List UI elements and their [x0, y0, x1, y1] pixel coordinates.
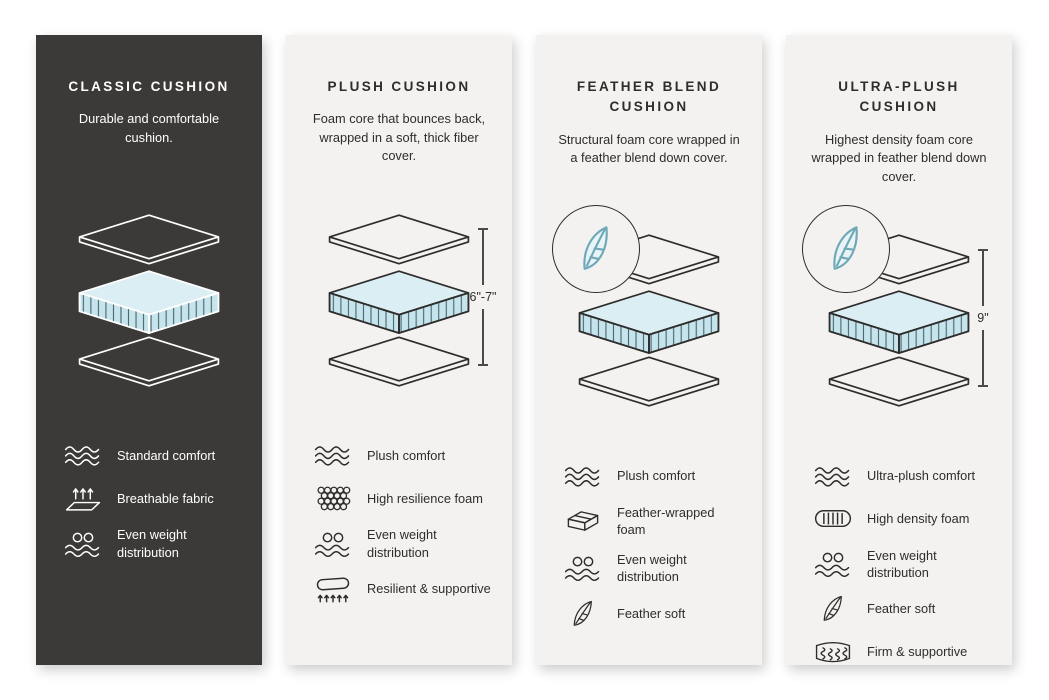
- feature-row: High density foam: [812, 504, 992, 534]
- cushion-diagram: [552, 204, 742, 435]
- card-title: ULTRA-PLUSH CUSHION: [838, 79, 960, 115]
- feature-row: Feather soft: [562, 599, 742, 629]
- cushion-diagram: 6"-7": [306, 186, 496, 414]
- feature-label: Breathable fabric: [117, 490, 214, 506]
- height-measure: 6"-7": [465, 228, 501, 367]
- feature-label: High resilience foam: [367, 490, 483, 506]
- waves-icon: [562, 461, 604, 491]
- foam-cells-icon: [312, 483, 354, 513]
- feature-row: High resilience foam: [312, 483, 492, 513]
- card-plush-cushion: PLUSH CUSHION Foam core that bounces bac…: [286, 35, 512, 665]
- density-foam-icon: [812, 504, 854, 534]
- waves-icon: [812, 461, 854, 491]
- feather-icon: [562, 599, 604, 629]
- card-ultra-plush-cushion: ULTRA-PLUSH CUSHION Highest density foam…: [786, 35, 1012, 665]
- feature-label: Feather-wrapped foam: [617, 504, 715, 537]
- card-feather-blend-cushion: FEATHER BLEND CUSHION Structural foam co…: [536, 35, 762, 665]
- feature-label: High density foam: [867, 510, 970, 526]
- measure-cap: [478, 364, 488, 367]
- feature-label: Plush comfort: [617, 467, 696, 483]
- feature-label: Feather soft: [867, 601, 936, 617]
- feather-badge: [552, 204, 640, 293]
- height-label: 9": [977, 310, 989, 325]
- card-title: FEATHER BLEND CUSHION: [576, 79, 722, 115]
- feature-label: Even weight distribution: [117, 527, 187, 560]
- card-description: Structural foam core wrapped in a feathe…: [558, 131, 740, 166]
- feature-label: Even weight distribution: [867, 547, 937, 580]
- feature-row: Resilient & supportive: [312, 574, 492, 604]
- feature-row: Feather-wrapped foam: [562, 504, 742, 539]
- feature-row: Plush comfort: [312, 440, 492, 470]
- measure-cap: [478, 228, 488, 231]
- feather-badge: [802, 204, 890, 293]
- feature-row: Standard comfort: [62, 440, 242, 470]
- card-title: CLASSIC CUSHION: [68, 79, 230, 94]
- cushion-diagram: [56, 186, 242, 414]
- measure-line: [482, 309, 484, 365]
- feature-row: Even weight distribution: [562, 551, 742, 586]
- waves-icon: [312, 440, 354, 470]
- card-description: Highest density foam core wrapped in fea…: [811, 131, 987, 184]
- feature-list: Plush comfort Feather-wrapped foam Even …: [556, 461, 742, 629]
- feature-label: Plush comfort: [367, 447, 446, 463]
- feature-list: Ultra-plush comfort High density foam Ev…: [806, 461, 992, 668]
- measure-line: [482, 230, 484, 286]
- feature-label: Ultra-plush comfort: [867, 467, 976, 483]
- weight-distribution-icon: [812, 549, 854, 579]
- feature-row: Plush comfort: [562, 461, 742, 491]
- feature-label: Even weight distribution: [617, 552, 687, 585]
- measure-cap: [978, 248, 988, 251]
- feature-label: Feather soft: [617, 605, 686, 621]
- card-title: PLUSH CUSHION: [327, 79, 471, 94]
- feature-row: Even weight distribution: [312, 526, 492, 561]
- measure-cap: [978, 384, 988, 387]
- resilient-icon: [312, 574, 354, 604]
- feature-label: Even weight distribution: [367, 527, 437, 560]
- breathable-fabric-icon: [62, 483, 104, 513]
- card-classic-cushion: CLASSIC CUSHION Durable and comfortable …: [36, 35, 262, 665]
- feather-icon: [583, 225, 608, 270]
- height-label: 6"-7": [469, 290, 497, 305]
- cushion-diagram: 9": [802, 204, 992, 435]
- weight-distribution-icon: [562, 553, 604, 583]
- card-description: Foam core that bounces back, wrapped in …: [312, 111, 486, 164]
- springs-icon: [812, 637, 854, 667]
- card-description: Durable and comfortable cushion.: [78, 111, 220, 145]
- feature-list: Plush comfort High resilience foam Even …: [306, 440, 492, 604]
- cushion-layers-illustration: [57, 211, 241, 390]
- feather-icon: [812, 594, 854, 624]
- feature-label: Firm & supportive: [867, 644, 968, 660]
- cushion-layers-illustration: [307, 211, 491, 390]
- feather-icon: [833, 225, 858, 270]
- feature-list: Standard comfort Breathable fabric Even …: [56, 440, 242, 561]
- feature-label: Resilient & supportive: [367, 581, 491, 597]
- feature-label: Standard comfort: [117, 447, 216, 463]
- feature-row: Breathable fabric: [62, 483, 242, 513]
- weight-distribution-icon: [62, 529, 104, 559]
- weight-distribution-icon: [312, 529, 354, 559]
- brick-foam-icon: [562, 506, 604, 536]
- feature-row: Firm & supportive: [812, 637, 992, 667]
- feature-row: Even weight distribution: [62, 526, 242, 561]
- measure-line: [982, 329, 984, 385]
- measure-line: [982, 250, 984, 306]
- height-measure: 9": [965, 248, 1001, 387]
- feature-row: Even weight distribution: [812, 547, 992, 582]
- feature-row: Ultra-plush comfort: [812, 461, 992, 491]
- waves-icon: [62, 440, 104, 470]
- feature-row: Feather soft: [812, 594, 992, 624]
